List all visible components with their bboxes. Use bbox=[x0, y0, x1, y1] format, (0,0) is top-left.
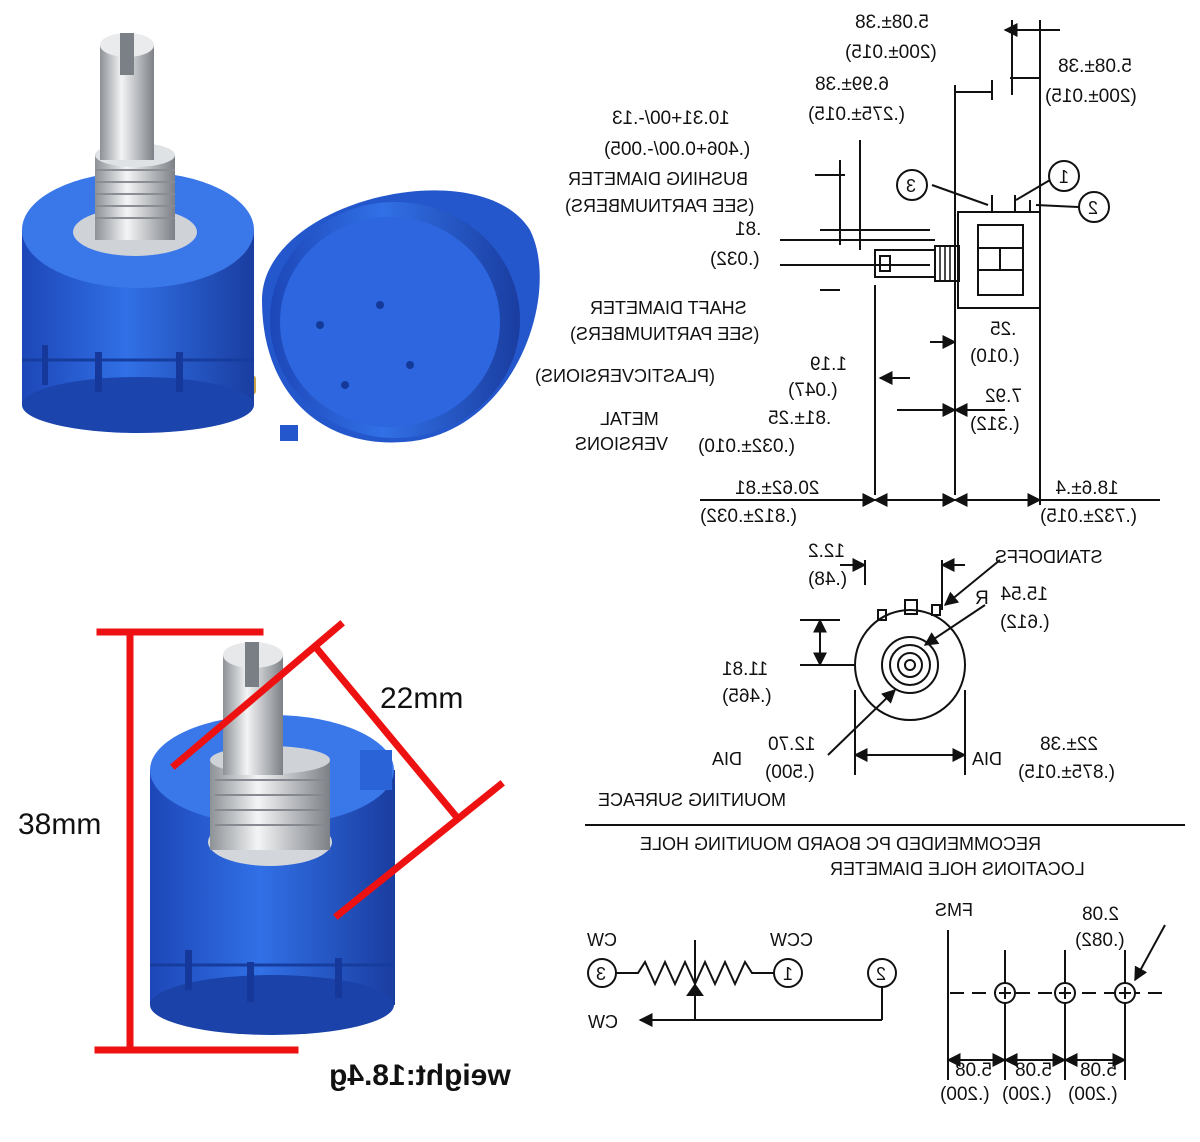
dim-5-08-b: 5.08±.38 bbox=[1058, 56, 1132, 77]
red-dimension-lines bbox=[94, 620, 505, 1054]
recommended-label: RECOMMENDED PC BOARD MOUNTING HOLE bbox=[640, 834, 1041, 854]
dim-6-99: 6.99±.38 bbox=[815, 74, 889, 95]
dim-812: (.812±.032) bbox=[700, 506, 797, 527]
dim-11-81: 11.81 bbox=[722, 659, 768, 680]
spacing-2-in: (.200) bbox=[1002, 1084, 1052, 1105]
hole-dia-in: (.082) bbox=[1075, 930, 1125, 951]
schematic-diagram bbox=[587, 940, 897, 1027]
radius-label: R bbox=[975, 588, 989, 609]
cw-arrow-label: CW bbox=[588, 1012, 618, 1032]
pin-1-label: 1 bbox=[1059, 167, 1069, 187]
spacing-1-in: (.200) bbox=[940, 1084, 990, 1105]
dim-7-92: 7.92 bbox=[985, 386, 1022, 407]
dim-5-08-a: 5.08±.38 bbox=[855, 12, 929, 33]
spacing-1-mm: 5.08 bbox=[955, 1060, 992, 1081]
dim-12-70: 12.70 bbox=[768, 734, 816, 755]
dim-465: (.465) bbox=[722, 686, 772, 707]
versions-label: VERSIONS bbox=[575, 434, 668, 454]
ccw-label-top: CCW bbox=[770, 930, 813, 950]
metal-label: METAL bbox=[600, 409, 659, 429]
dim-406: (.406+0.00/-.005) bbox=[604, 139, 750, 160]
front-view-labels: 12.2 (.48) STANDOFFS 15.54 R (.612) 11.8… bbox=[598, 541, 1115, 810]
plastic-versions-label: (PLASTICVERSIONS) bbox=[535, 366, 715, 386]
pin-3-label: 3 bbox=[906, 176, 916, 196]
potentiometer-front-view bbox=[22, 33, 254, 433]
dim-010: (.010) bbox=[970, 346, 1020, 367]
standoffs-label: STANDOFFS bbox=[995, 547, 1103, 567]
dia-label-b: DIA bbox=[972, 749, 1002, 769]
spacing-3-mm: 5.08 bbox=[1080, 1060, 1117, 1081]
front-view-drawing bbox=[800, 558, 1001, 775]
dim-22-38: 22±.38 bbox=[1040, 734, 1098, 755]
mounting-surface-label: MOUNTING SURFACE bbox=[598, 790, 786, 810]
dim-12-2: 12.2 bbox=[808, 541, 845, 562]
locations-label: LOCATIONS HOLE DIAMETER bbox=[830, 859, 1085, 879]
dim-200-b: (200±.015) bbox=[1045, 86, 1137, 107]
cw-label-top: CW bbox=[587, 930, 617, 950]
schematic-pin-3: 3 bbox=[596, 964, 606, 984]
dim-032-010: (.032±.010) bbox=[698, 436, 795, 457]
dim-1-19: 1.19 bbox=[810, 354, 847, 375]
bushing-see-partnumbers: (SEE PARTNUMBERS) bbox=[565, 196, 754, 216]
side-view-drawing bbox=[700, 20, 1160, 507]
dim-047: (.047) bbox=[788, 380, 838, 401]
fms-label: FMS bbox=[935, 900, 973, 920]
schematic-pin-2: 2 bbox=[876, 964, 886, 984]
schematic-pin-1: 1 bbox=[783, 964, 793, 984]
hole-dia-mm: 2.08 bbox=[1082, 904, 1119, 925]
potentiometer-back-view bbox=[218, 190, 540, 443]
dim-15-54: 15.54 bbox=[1000, 584, 1048, 605]
dim-500: (.500) bbox=[765, 762, 815, 783]
bushing-diameter-label: BUSHING DIAMETER bbox=[568, 169, 748, 189]
dim-18-6: 18.6±.4 bbox=[1055, 478, 1119, 499]
pin-callouts-side bbox=[896, 160, 1110, 223]
side-view-labels: 5.08±.38 (200±.015) 5.08±.38 (200±.015) … bbox=[535, 12, 1137, 527]
dim-732: (.732±.015) bbox=[1040, 506, 1137, 527]
pin-2-label: 2 bbox=[1088, 198, 1098, 218]
dia-label-a: DIA bbox=[712, 749, 742, 769]
spacing-3-in: (.200) bbox=[1068, 1084, 1118, 1105]
potentiometer-photo-dimensions bbox=[94, 620, 505, 1054]
dim-032: (.032) bbox=[710, 249, 760, 270]
potentiometer-photo-top bbox=[22, 33, 540, 443]
dim-081-025: .81±.25 bbox=[768, 408, 831, 429]
dim-200-a: (200±.015) bbox=[845, 42, 937, 63]
spacing-2-mm: 5.08 bbox=[1015, 1060, 1052, 1081]
diameter-label: 22mm bbox=[380, 682, 463, 715]
dim-612: (.612) bbox=[1000, 612, 1050, 633]
height-label: 38mm bbox=[18, 808, 101, 841]
dim-025: .25 bbox=[990, 319, 1016, 340]
dim-875: (.875±.015) bbox=[1018, 762, 1115, 783]
shaft-see-partnumbers: (SEE PARTNUMBERS) bbox=[570, 324, 759, 344]
dim-20-62: 20.62±.81 bbox=[735, 478, 819, 499]
dim-10-31: 10.31+00/-.13 bbox=[612, 108, 730, 129]
dim-081: .81 bbox=[735, 219, 761, 240]
dim-312: (.312) bbox=[970, 414, 1020, 435]
weight-label: weight:18.4g bbox=[329, 1059, 512, 1092]
dim-275: (.275±.015) bbox=[808, 104, 905, 125]
pcb-hole-layout bbox=[946, 924, 1170, 1080]
shaft-diameter-label: SHAFT DIAMETER bbox=[590, 298, 747, 318]
dim-048: (.48) bbox=[808, 569, 847, 590]
